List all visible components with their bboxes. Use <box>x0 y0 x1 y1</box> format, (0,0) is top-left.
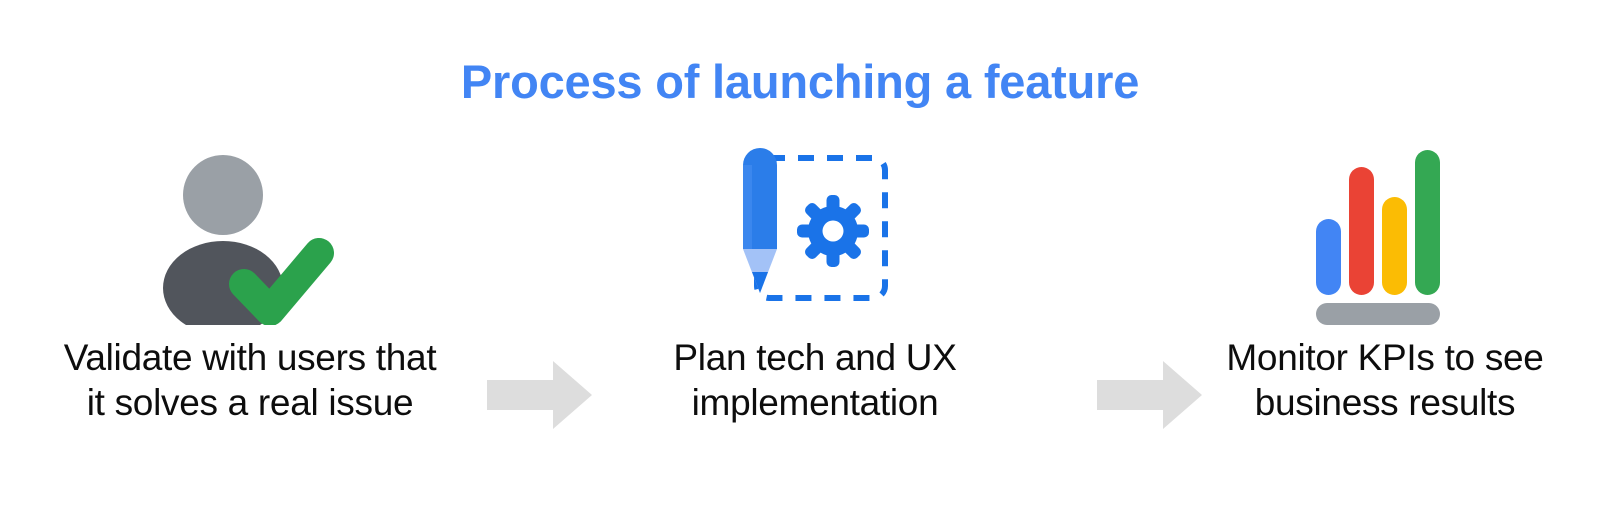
step-3-caption-line2: business results <box>1254 382 1516 424</box>
step-3-icon-slot <box>1135 145 1600 330</box>
pencil-gear-icon <box>735 145 895 330</box>
pencil-lead-icon <box>752 272 768 293</box>
chart-baseline <box>1316 303 1440 325</box>
page-title: Process of launching a feature <box>460 55 1140 108</box>
step-2-caption-line2: implementation <box>691 382 939 424</box>
process-steps-row: Validate with users that it solves a rea… <box>0 145 1600 445</box>
process-step-1: Validate with users that it solves a rea… <box>0 145 500 445</box>
check-mark-icon <box>229 238 334 326</box>
process-step-3: Monitor KPIs to see business results <box>1135 145 1600 445</box>
step-1-icon-slot <box>0 145 500 335</box>
bar-green <box>1415 150 1440 295</box>
bar-chart-icon <box>1310 145 1460 330</box>
step-2-caption-line1: Plan tech and UX <box>673 337 957 378</box>
arrow-right-icon-2 <box>1097 361 1202 429</box>
step-3-caption-line1: Monitor KPIs to see <box>1226 337 1544 378</box>
bar-red <box>1349 167 1374 295</box>
process-step-2: Plan tech and UX implementation <box>565 145 1065 445</box>
step-1-caption: Validate with users that it solves a rea… <box>0 335 500 425</box>
arrow-right-icon-1 <box>487 361 592 429</box>
step-1-caption-line2: it solves a real issue <box>86 382 414 424</box>
step-3-caption: Monitor KPIs to see business results <box>1135 335 1600 425</box>
step-1-caption-line1: Validate with users that <box>63 337 437 378</box>
person-head-icon <box>183 155 263 235</box>
pencil-tip-icon <box>743 249 777 293</box>
gear-icon <box>797 195 869 267</box>
user-verified-icon <box>150 145 350 335</box>
bar-yellow <box>1382 197 1407 295</box>
bar-blue <box>1316 219 1341 295</box>
step-2-caption: Plan tech and UX implementation <box>565 335 1065 425</box>
step-2-icon-slot <box>565 145 1065 330</box>
